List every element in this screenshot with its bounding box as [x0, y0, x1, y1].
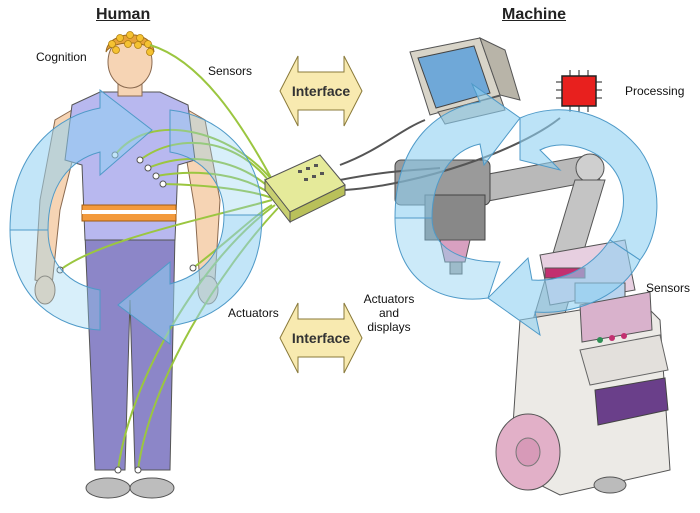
machine-cycle-arrow-upper: [394, 82, 521, 219]
interface-label-bottom: Interface: [292, 330, 351, 346]
left-shoe: [85, 477, 131, 499]
monitor-icon: [409, 37, 521, 125]
human-title: Human: [96, 6, 151, 23]
interface-arrow-bottom: Interface: [279, 302, 363, 374]
actuators-label: Actuators: [228, 306, 279, 320]
actuators-displays-label: Actuators and displays: [363, 292, 415, 334]
machine-cycle-arrow-lower: [487, 239, 641, 337]
human-cycle-arrow-upper: [9, 88, 153, 231]
machine-cycle-arrows: [394, 82, 658, 337]
eeg-electrodes-icon: [108, 31, 154, 56]
sensors-human-label: Sensors: [208, 64, 253, 78]
interface-label-top: Interface: [292, 83, 351, 99]
processing-chip-icon: [556, 70, 602, 112]
human-cycle-arrow-lower: [117, 214, 263, 345]
human-cycle-arrows: [9, 88, 263, 345]
amplifier-box-icon: [264, 154, 346, 224]
sensors-machine-label: Sensors: [646, 281, 691, 295]
cognition-label: Cognition: [36, 50, 87, 64]
processing-label: Processing: [625, 84, 685, 98]
interface-arrow-top: Interface: [279, 55, 363, 127]
machine-title: Machine: [502, 6, 567, 23]
right-shoe: [129, 477, 175, 499]
